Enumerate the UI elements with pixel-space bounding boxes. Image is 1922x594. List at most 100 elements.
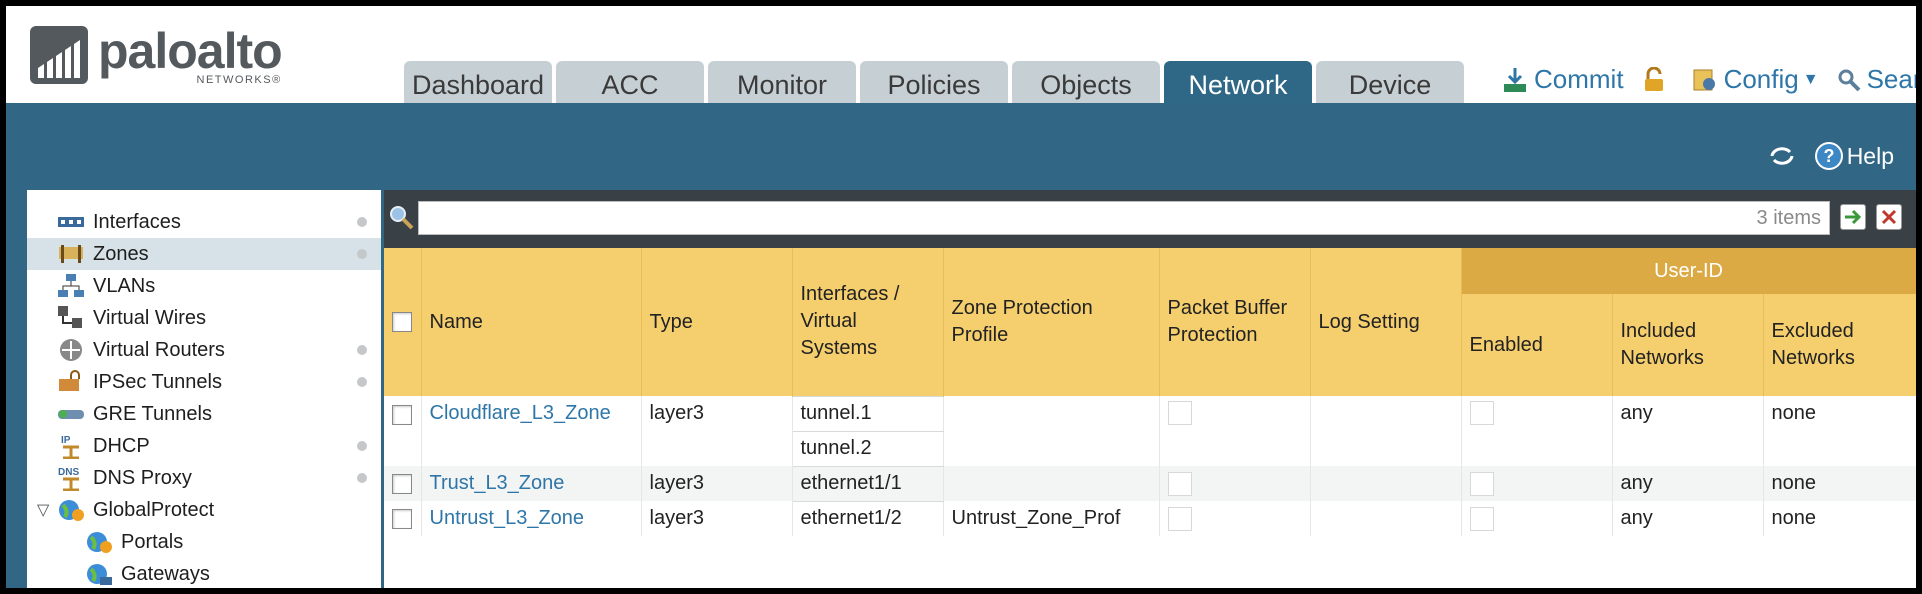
tab-device[interactable]: Device (1316, 61, 1464, 103)
help-button[interactable]: ? Help (1814, 141, 1894, 171)
tab-dashboard[interactable]: Dashboard (404, 61, 552, 103)
header-line: Excluded (1771, 320, 1854, 342)
header-line: Profile (951, 324, 1009, 346)
zone-protection-profile (943, 396, 1160, 466)
table-row[interactable]: Untrust_L3_Zone layer3 ethernet1/2 Untru… (384, 501, 1916, 536)
search-icon (1838, 69, 1860, 91)
zone-name-link[interactable]: Trust_L3_Zone (429, 472, 565, 494)
help-icon: ? (1814, 142, 1843, 170)
tab-network[interactable]: Network (1164, 61, 1312, 103)
sidebar-item-dns-proxy[interactable]: DNS DNS Proxy (27, 462, 381, 494)
column-header-interfaces[interactable]: Interfaces / Virtual Systems (792, 248, 944, 396)
sidebar-item-label: IPSec Tunnels (93, 370, 222, 393)
filter-bar: 3 items (384, 190, 1916, 248)
table-row[interactable]: Cloudflare_L3_Zone layer3 tunnel.1 any n… (384, 395, 1916, 466)
column-header-name[interactable]: Name (421, 248, 642, 396)
log-setting (1310, 501, 1462, 536)
column-header-enabled[interactable]: Enabled (1461, 294, 1613, 396)
sidebar-item-ipsec-tunnels[interactable]: IPSec Tunnels (27, 366, 381, 398)
table-row[interactable]: Trust_L3_Zone layer3 ethernet1/1 any non… (384, 465, 1916, 502)
chevron-down-icon: ▼ (1802, 70, 1819, 88)
paloalto-logo-icon (30, 26, 88, 84)
column-header-type[interactable]: Type (641, 248, 793, 396)
zone-interface: ethernet1/2 (792, 501, 944, 536)
zone-interface: tunnel.1 (791, 395, 944, 432)
log-setting (1310, 396, 1462, 466)
row-checkbox[interactable] (392, 473, 413, 494)
ipsec-tunnels-icon (59, 370, 80, 391)
sidebar-item-label: GlobalProtect (93, 498, 215, 521)
lock-button[interactable] (1642, 66, 1672, 93)
select-all-checkbox[interactable] (392, 312, 413, 333)
tab-acc[interactable]: ACC (556, 61, 704, 103)
commit-label: Commit (1534, 64, 1624, 94)
sidebar-item-dhcp[interactable]: IP DHCP (27, 430, 381, 462)
commit-button[interactable]: Commit (1502, 64, 1624, 95)
column-group-user-id: User-ID (1461, 248, 1916, 294)
status-dot (357, 217, 367, 227)
column-header-packet-buffer[interactable]: Packet Buffer Protection (1159, 248, 1311, 396)
row-checkbox[interactable] (392, 404, 413, 425)
sidebar-item-gre-tunnels[interactable]: GRE Tunnels (27, 398, 381, 430)
status-dot (357, 441, 367, 451)
header-line: Networks (1620, 347, 1704, 369)
filter-search-icon (390, 206, 414, 230)
sidebar-item-gateways[interactable]: Gateways (27, 558, 381, 588)
sidebar-item-globalprotect[interactable]: ▽ GlobalProtect (27, 494, 381, 526)
sidebar-item-virtual-wires[interactable]: Virtual Wires (27, 302, 381, 334)
search-label: Search (1866, 64, 1916, 94)
brand-wordmark: paloalto (98, 23, 283, 79)
main-tabs: Dashboard ACC Monitor Policies Objects N… (404, 61, 1468, 103)
header-line: Systems (800, 337, 878, 360)
search-button[interactable]: Search (1837, 64, 1916, 95)
filter-input[interactable]: 3 items (418, 201, 1830, 235)
close-icon (1881, 209, 1897, 225)
tab-objects[interactable]: Objects (1012, 61, 1160, 103)
row-checkbox[interactable] (392, 508, 413, 529)
config-icon (1693, 69, 1715, 90)
app-window: paloalto NETWORKS® Dashboard ACC Monitor… (6, 6, 1916, 588)
zone-protection-profile (943, 466, 1160, 501)
included-networks: any (1612, 396, 1764, 466)
excluded-networks: none (1763, 396, 1916, 466)
user-id-enabled-checkbox (1469, 506, 1494, 531)
column-header-zone-protection[interactable]: Zone Protection Profile (943, 248, 1160, 396)
config-dropdown[interactable]: Config ▼ (1690, 64, 1819, 95)
sidebar-item-virtual-routers[interactable]: Virtual Routers (27, 334, 381, 366)
item-count: 3 items (1756, 207, 1821, 229)
sidebar-item-vlans[interactable]: VLANs (27, 270, 381, 302)
zone-protection-profile: Untrust_Zone_Prof (943, 501, 1160, 536)
excluded-networks: none (1763, 501, 1916, 536)
tree-collapse-arrow-icon[interactable]: ▽ (37, 502, 50, 519)
svg-text:?: ? (1823, 146, 1834, 166)
sidebar-item-label: Virtual Routers (93, 338, 225, 361)
sidebar-item-portals[interactable]: Portals (27, 526, 381, 558)
zone-name-link[interactable]: Cloudflare_L3_Zone (429, 402, 611, 424)
zone-type: layer3 (641, 466, 793, 501)
dns-proxy-icon: DNS (58, 467, 79, 491)
packet-buffer-checkbox (1167, 506, 1192, 531)
tab-monitor[interactable]: Monitor (708, 61, 856, 103)
packet-buffer-checkbox (1167, 401, 1192, 425)
sidebar-item-zones[interactable]: Zones (27, 238, 381, 270)
column-header-log-setting[interactable]: Log Setting (1310, 248, 1462, 396)
clear-filter-button[interactable] (1876, 204, 1902, 230)
zone-name-link[interactable]: Untrust_L3_Zone (429, 507, 585, 529)
svg-text:DNS: DNS (58, 467, 79, 478)
header-line: Included (1620, 320, 1697, 342)
packet-buffer-checkbox (1167, 471, 1192, 496)
sidebar-item-interfaces[interactable]: Interfaces (27, 206, 381, 238)
virtual-routers-icon (60, 339, 82, 361)
column-header-included-networks[interactable]: Included Networks (1612, 294, 1764, 396)
tab-policies[interactable]: Policies (860, 61, 1008, 103)
vlans-icon (58, 274, 84, 297)
zones-panel: 3 items Name Type (384, 190, 1916, 588)
refresh-icon[interactable] (1768, 144, 1796, 168)
dhcp-icon: IP (61, 435, 79, 459)
column-header-excluded-networks[interactable]: Excluded Networks (1763, 294, 1916, 396)
gre-tunnels-icon (58, 410, 84, 419)
apply-filter-button[interactable] (1840, 204, 1866, 230)
config-label: Config (1723, 64, 1799, 94)
zone-interface: tunnel.2 (791, 430, 944, 467)
status-dot (357, 249, 367, 259)
